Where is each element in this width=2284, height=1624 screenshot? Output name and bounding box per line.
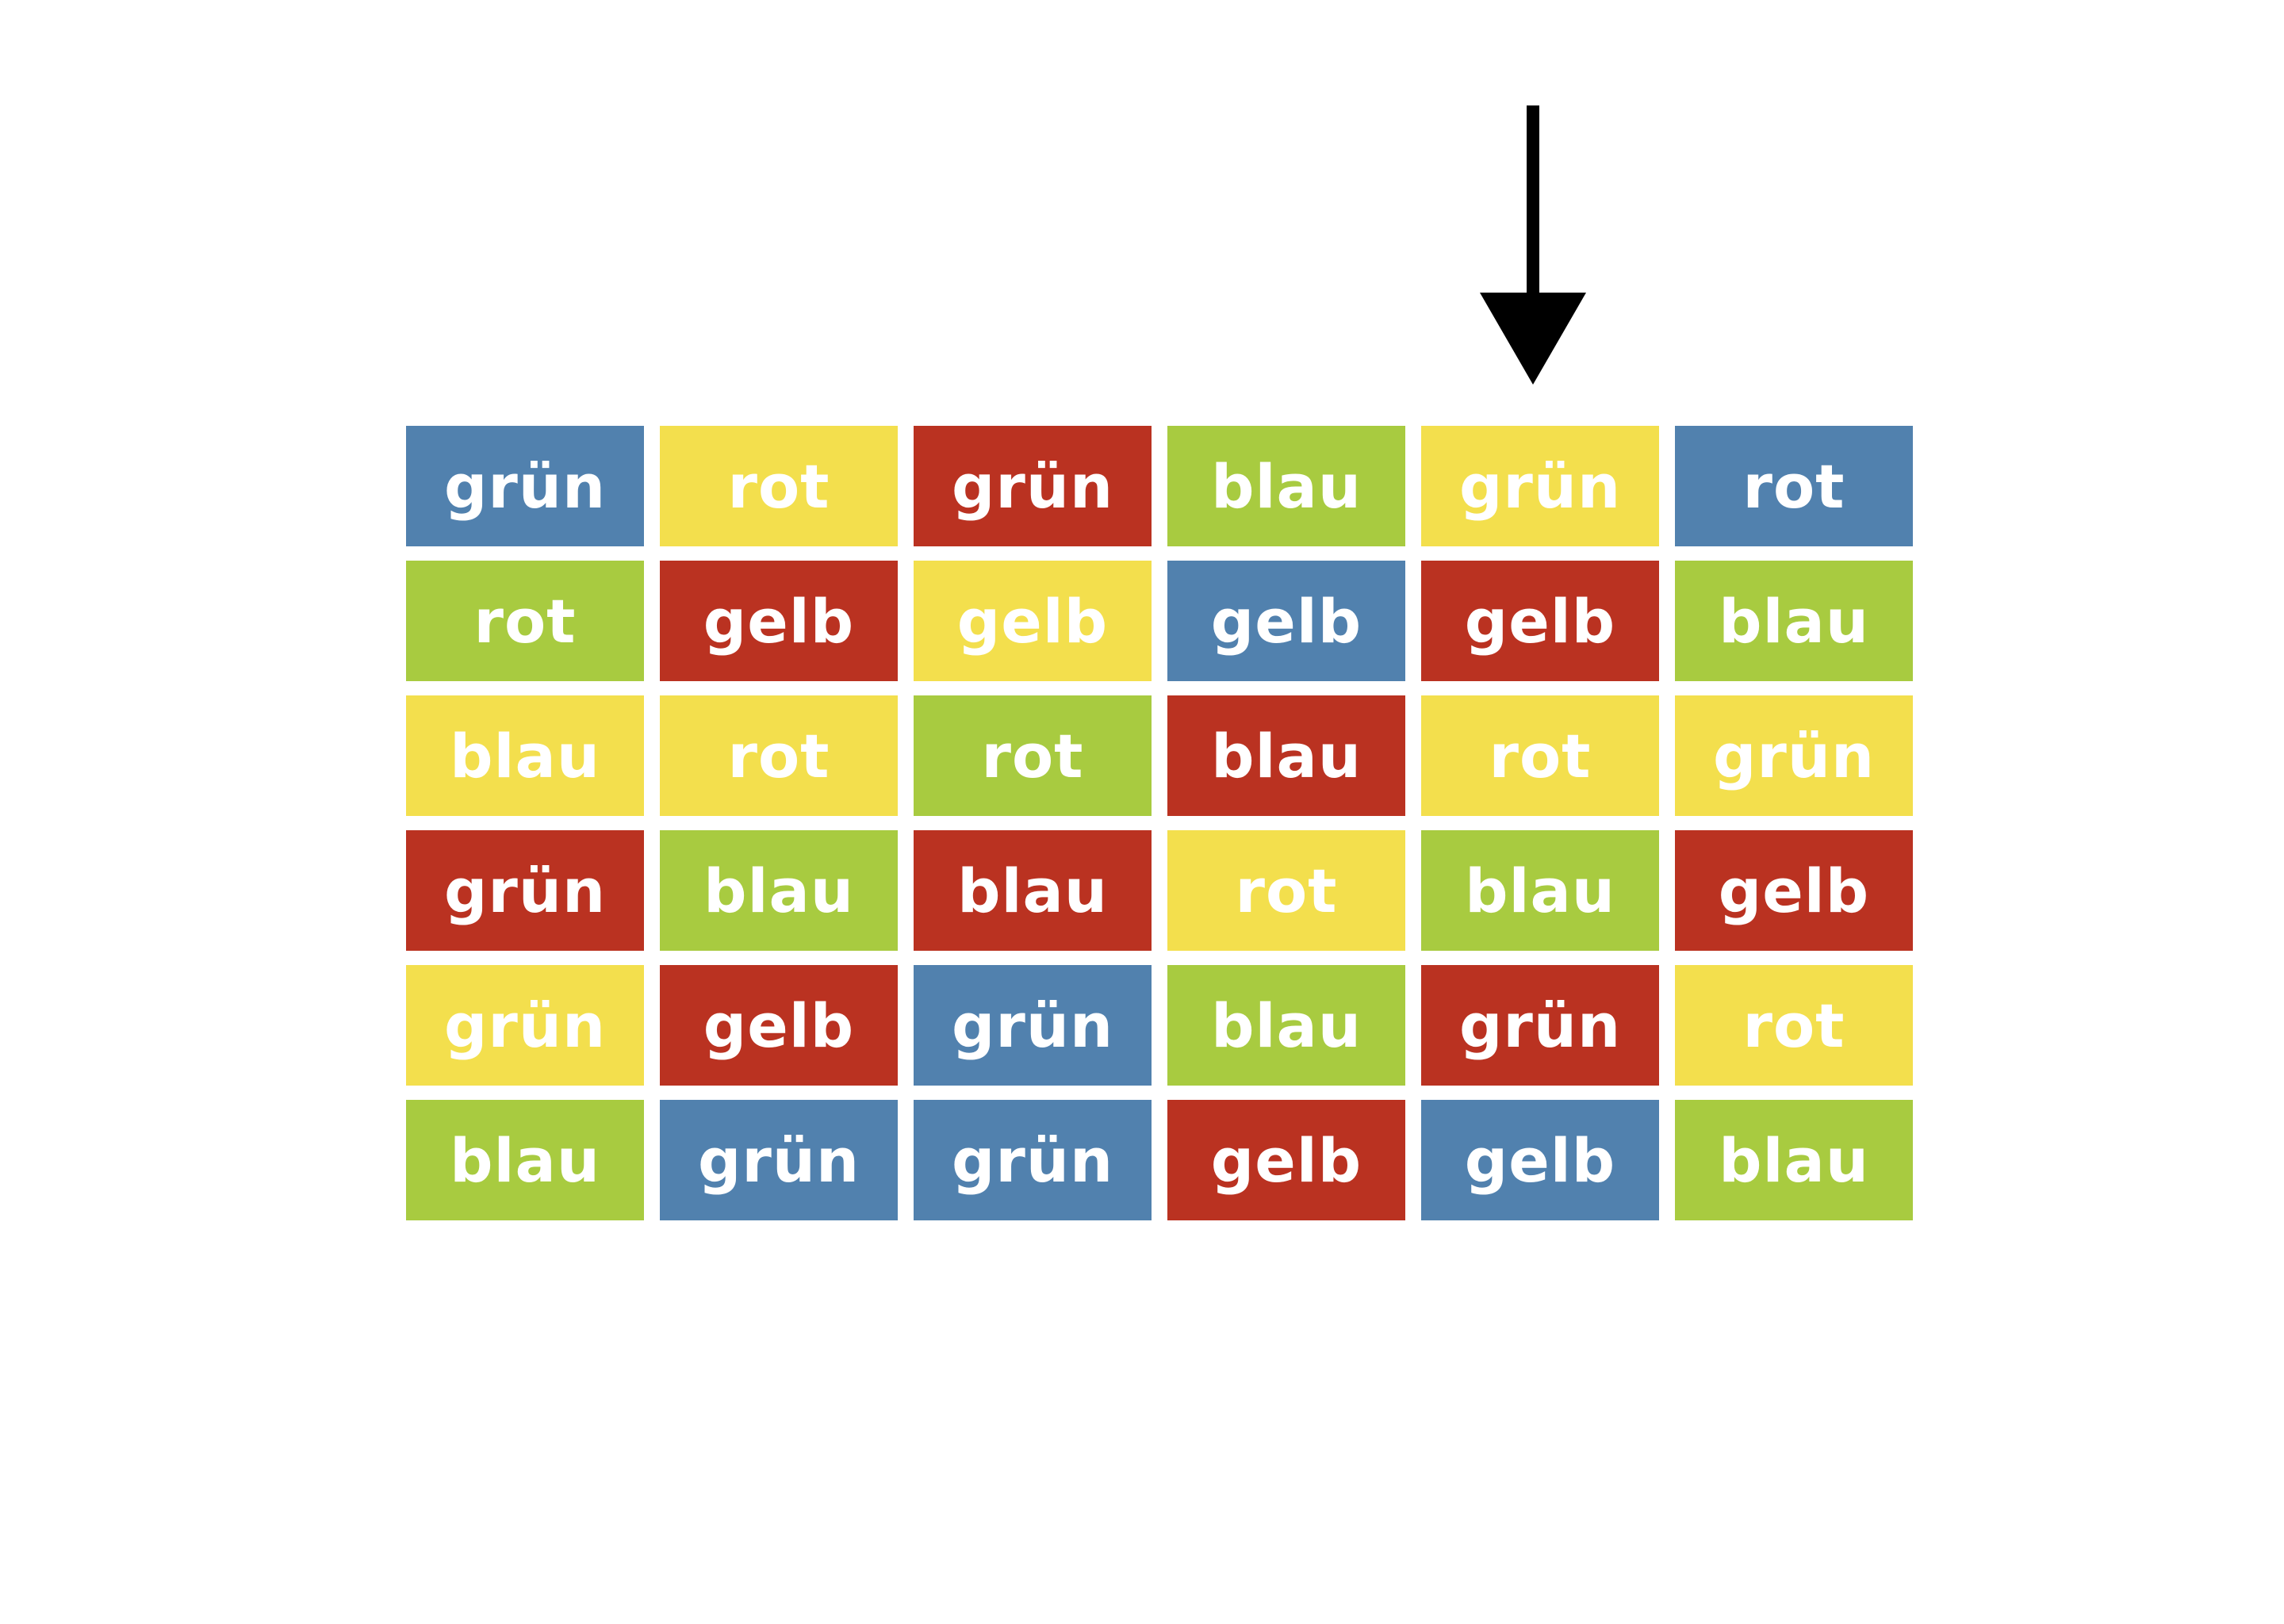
color-word-tile: rot [914,695,1152,816]
color-word-tile: grün [406,426,644,546]
color-word-tile: rot [1167,830,1405,951]
color-word-tile: grün [406,830,644,951]
color-word-tile: rot [406,561,644,681]
color-word-tile: gelb [1167,1100,1405,1220]
color-word-tile: blau [406,695,644,816]
color-word-tile: gelb [1675,830,1913,951]
color-word-tile: blau [1675,561,1913,681]
color-word-tile: gelb [1421,1100,1659,1220]
color-word-tile: blau [1167,426,1405,546]
color-word-tile: grün [914,1100,1152,1220]
color-word-tile: blau [914,830,1152,951]
color-word-tile: blau [406,1100,644,1220]
color-word-tile: grün [914,426,1152,546]
color-word-tile: gelb [660,965,898,1086]
color-word-tile: grün [914,965,1152,1086]
color-word-tile: blau [1421,830,1659,951]
color-word-tile: blau [1167,695,1405,816]
color-word-tile: gelb [1167,561,1405,681]
color-word-tile: gelb [1421,561,1659,681]
color-word-tile: rot [1421,695,1659,816]
arrow-head [1480,293,1586,385]
color-word-tile: rot [660,426,898,546]
color-word-tile: blau [660,830,898,951]
color-word-tile: gelb [914,561,1152,681]
arrow-shaft [1527,105,1539,299]
color-word-tile: gelb [660,561,898,681]
color-word-tile: grün [660,1100,898,1220]
color-word-tile: rot [1675,426,1913,546]
color-word-tile: blau [1675,1100,1913,1220]
color-word-tile: grün [1421,426,1659,546]
color-word-tile: grün [406,965,644,1086]
color-word-tile: grün [1421,965,1659,1086]
color-word-tile: blau [1167,965,1405,1086]
down-arrow-icon [1480,105,1586,385]
color-word-tile: rot [660,695,898,816]
color-word-tile: rot [1675,965,1913,1086]
color-word-tile: grün [1675,695,1913,816]
